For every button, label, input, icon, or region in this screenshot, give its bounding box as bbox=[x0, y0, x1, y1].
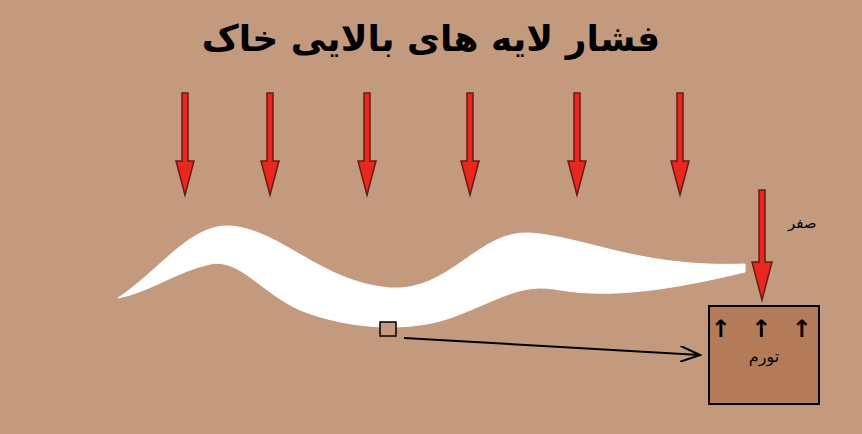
pressure-arrows bbox=[176, 93, 689, 195]
root-band bbox=[118, 226, 745, 327]
diagram-title: فشار لایه های بالایی خاک bbox=[131, 18, 731, 59]
swelling-arrows: ↑ ↑ ↑ bbox=[710, 315, 817, 343]
zero-pressure-arrow bbox=[752, 190, 772, 300]
swelling-box: ↑ ↑ ↑ تورم bbox=[708, 305, 820, 405]
leader-arrow bbox=[404, 338, 700, 355]
node-text: تورم bbox=[749, 347, 779, 366]
zero-label: صفر bbox=[788, 214, 817, 232]
sample-square bbox=[380, 322, 396, 336]
